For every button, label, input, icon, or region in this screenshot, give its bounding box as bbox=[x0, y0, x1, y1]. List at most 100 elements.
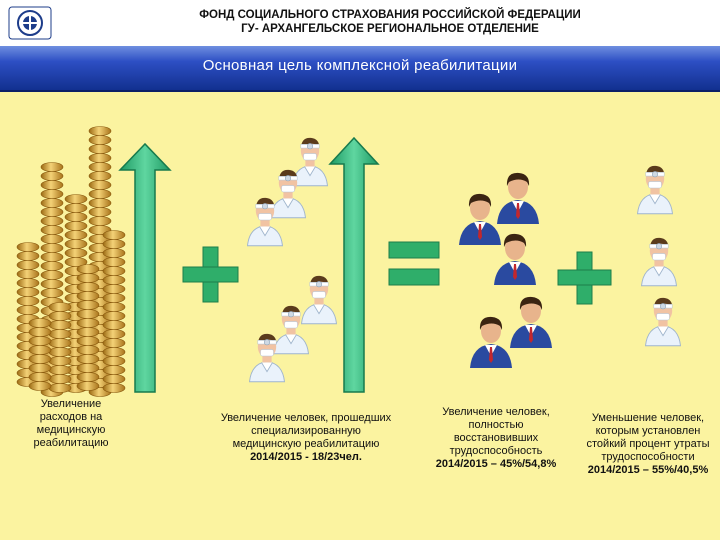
caption-disability: Уменьшение человек, которым установлен с… bbox=[580, 412, 716, 477]
caption-rehab-patients: Увеличение человек, прошедших специализи… bbox=[216, 412, 396, 464]
coin bbox=[102, 266, 126, 276]
coin bbox=[64, 203, 88, 213]
org-branch: ГУ- АРХАНГЕЛЬСКОЕ РЕГИОНАЛЬНОЕ ОТДЕЛЕНИЕ bbox=[241, 23, 539, 35]
caption-stat: 2014/2015 – 45%/54,8% bbox=[435, 458, 557, 470]
doctor-icon bbox=[273, 305, 309, 355]
coin bbox=[48, 311, 72, 321]
coin bbox=[40, 225, 64, 235]
coin bbox=[76, 318, 100, 328]
caption-text: Увеличение человек, прошедших специализи… bbox=[220, 412, 392, 450]
slide-content: Увеличение расходов на медицинскую реаби… bbox=[0, 92, 720, 540]
coin bbox=[64, 239, 88, 249]
org-name: ФОНД СОЦИАЛЬНОГО СТРАХОВАНИЯ РОССИЙСКОЙ … bbox=[199, 9, 581, 21]
coin bbox=[102, 365, 126, 375]
coin bbox=[28, 318, 52, 328]
coin bbox=[16, 251, 40, 261]
coin bbox=[102, 302, 126, 312]
coin bbox=[28, 372, 52, 382]
coin bbox=[48, 320, 72, 330]
coin bbox=[88, 153, 112, 163]
coin bbox=[102, 284, 126, 294]
plus-icon bbox=[182, 246, 239, 303]
illustration bbox=[16, 126, 681, 397]
coin bbox=[40, 171, 64, 181]
coin bbox=[40, 270, 64, 280]
coin bbox=[102, 293, 126, 303]
coin bbox=[102, 383, 126, 393]
coin bbox=[40, 243, 64, 253]
coin bbox=[16, 278, 40, 288]
coin bbox=[102, 329, 126, 339]
coin bbox=[88, 171, 112, 181]
coin bbox=[88, 180, 112, 190]
coin bbox=[102, 320, 126, 330]
businessman-icon bbox=[497, 172, 539, 224]
header: ФОНД СОЦИАЛЬНОГО СТРАХОВАНИЯ РОССИЙСКОЙ … bbox=[0, 0, 720, 46]
fss-logo-icon bbox=[8, 6, 52, 40]
coin bbox=[88, 162, 112, 172]
coin bbox=[76, 291, 100, 301]
coin bbox=[76, 372, 100, 382]
caption-recovered: Увеличение человек, полностью восстанови… bbox=[426, 406, 566, 471]
coin bbox=[102, 248, 126, 258]
coin bbox=[64, 221, 88, 231]
coin bbox=[102, 311, 126, 321]
coin bbox=[28, 336, 52, 346]
plus-icon bbox=[557, 251, 612, 305]
coin bbox=[76, 264, 100, 274]
coin bbox=[76, 345, 100, 355]
caption-text: Увеличение человек, полностью восстанови… bbox=[442, 406, 550, 457]
coin bbox=[40, 180, 64, 190]
coin bbox=[40, 207, 64, 217]
coin bbox=[88, 189, 112, 199]
coin bbox=[48, 329, 72, 339]
coin bbox=[16, 296, 40, 306]
slide-title: Основная цель комплексной реабилитации bbox=[202, 57, 518, 74]
coin bbox=[40, 261, 64, 271]
up-arrow-icon bbox=[328, 136, 380, 393]
coin-stack-icon bbox=[16, 126, 126, 397]
coin bbox=[64, 212, 88, 222]
coin bbox=[40, 162, 64, 172]
equals-icon bbox=[388, 241, 440, 286]
coin bbox=[88, 135, 112, 145]
coin bbox=[102, 338, 126, 348]
coin bbox=[48, 365, 72, 375]
coin bbox=[102, 239, 126, 249]
coin bbox=[48, 356, 72, 366]
caption-text: Увеличение расходов на медицинскую реаби… bbox=[33, 398, 109, 449]
doctor-icon bbox=[641, 237, 677, 287]
coin bbox=[16, 269, 40, 279]
coin bbox=[40, 279, 64, 289]
coin bbox=[76, 300, 100, 310]
coin bbox=[102, 374, 126, 384]
coin bbox=[64, 230, 88, 240]
coin bbox=[28, 363, 52, 373]
businessman-icon bbox=[510, 296, 552, 348]
coin bbox=[48, 374, 72, 384]
coin bbox=[88, 126, 112, 136]
coin bbox=[76, 309, 100, 319]
coin bbox=[16, 242, 40, 252]
coin bbox=[48, 383, 72, 393]
coin bbox=[88, 198, 112, 208]
caption-expenses: Увеличение расходов на медицинскую реаби… bbox=[18, 398, 124, 450]
coin bbox=[88, 144, 112, 154]
coin bbox=[28, 381, 52, 391]
title-banner: Основная цель комплексной реабилитации bbox=[0, 46, 720, 92]
coin bbox=[76, 363, 100, 373]
coin bbox=[40, 216, 64, 226]
coin bbox=[28, 327, 52, 337]
coin bbox=[102, 230, 126, 240]
coin bbox=[88, 216, 112, 226]
caption-text: Уменьшение человек, которым установлен с… bbox=[586, 412, 710, 463]
coin bbox=[40, 288, 64, 298]
caption-stat: 2014/2015 - 18/23чел. bbox=[250, 451, 362, 463]
doctor-icon bbox=[645, 297, 681, 347]
coin bbox=[16, 287, 40, 297]
coin bbox=[16, 260, 40, 270]
coin bbox=[76, 327, 100, 337]
coin bbox=[48, 338, 72, 348]
coin bbox=[76, 336, 100, 346]
coin bbox=[40, 234, 64, 244]
